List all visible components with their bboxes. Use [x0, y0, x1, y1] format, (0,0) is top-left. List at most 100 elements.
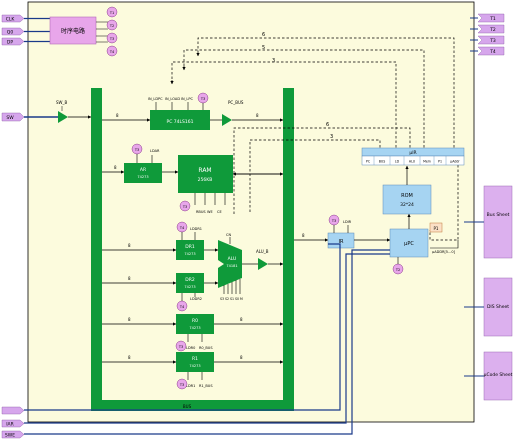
svg-text:T4: T4 — [179, 226, 185, 230]
r0-clock-node: T3 — [175, 340, 187, 352]
svg-text:IR: IR — [339, 239, 344, 245]
svg-text:74273: 74273 — [184, 285, 195, 289]
uir-field-ld: LD — [395, 160, 400, 164]
svg-text:Q0: Q0 — [7, 30, 14, 36]
svg-text:T3: T3 — [489, 38, 496, 44]
svg-text:8: 8 — [128, 243, 131, 248]
ctrl-width-5: 5 — [262, 45, 265, 51]
svg-text:8: 8 — [116, 113, 119, 118]
rom-memory[interactable]: ROM 32*24 — [382, 184, 432, 215]
bus-sheet-panel[interactable]: Bus Sheet — [483, 185, 513, 259]
svg-text:8: 8 — [128, 276, 131, 281]
uir-field-alu: ALU — [409, 160, 416, 164]
pc-signal-load: IN_LOAD — [165, 97, 180, 101]
svg-text:32*24: 32*24 — [400, 202, 414, 208]
svg-text:T1: T1 — [489, 16, 496, 22]
svg-text:8: 8 — [256, 113, 259, 118]
ram-memory[interactable]: RAM 256KB — [178, 155, 233, 193]
uir-register[interactable]: μIR — [361, 147, 465, 166]
ctrl-width-3b: 3 — [330, 134, 333, 140]
input-bottom-1[interactable] — [1, 406, 25, 415]
ctrl-width-6: 6 — [262, 32, 265, 38]
svg-text:T3: T3 — [178, 345, 183, 349]
svg-text:74181: 74181 — [226, 264, 237, 268]
output-t3[interactable]: T3 — [477, 35, 505, 45]
input-iar[interactable]: IAR — [1, 419, 25, 428]
input-sw[interactable]: SW — [1, 112, 25, 122]
ir-load-label: LDIR — [343, 220, 352, 224]
input-dp[interactable]: DP — [1, 37, 25, 46]
svg-text:PC 74LS161: PC 74LS161 — [167, 119, 194, 125]
sw-buffer — [58, 111, 68, 123]
svg-text:74273: 74273 — [137, 175, 148, 179]
svg-text:IAR: IAR — [6, 422, 14, 428]
ctrl-width-6b: 6 — [326, 122, 329, 128]
dr1-clock-node: T4 — [176, 221, 188, 233]
svg-text:SWE: SWE — [5, 433, 15, 439]
uir-field-pc: PC — [366, 160, 371, 164]
svg-text:μPC: μPC — [404, 241, 414, 247]
input-q0[interactable]: Q0 — [1, 27, 25, 36]
alu-control-s2: S2 — [225, 297, 229, 301]
uir-field-uaddr: μAddr — [450, 160, 460, 164]
svg-text:74273: 74273 — [189, 326, 200, 330]
timing-unit[interactable]: 时序电路 — [49, 16, 97, 45]
svg-text:8: 8 — [240, 317, 243, 322]
uir-field-mem: Mem — [423, 160, 431, 164]
uir-field-bus: BUS — [379, 160, 386, 164]
svg-text:74273: 74273 — [189, 364, 200, 368]
r0-register[interactable]: R0 74273 — [176, 314, 214, 334]
dr2-register[interactable]: DR2 74273 — [176, 273, 204, 293]
ram-signal-we: WE — [207, 210, 213, 214]
r1-signal-ldr1: LDR1 — [186, 384, 195, 388]
svg-text:T4: T4 — [109, 50, 115, 54]
input-clk[interactable]: CLK — [1, 14, 25, 23]
ir-clock-node: T3 — [328, 214, 340, 226]
control-dashed-lines — [171, 37, 459, 241]
upc-addr-label: μADDR[5...0] — [432, 250, 456, 254]
svg-text:SW: SW — [6, 115, 14, 121]
timing-t4-node: T4 — [106, 45, 118, 57]
alu-bus-gate — [258, 258, 268, 270]
pc-bus-gate — [222, 114, 232, 126]
svg-text:DR2: DR2 — [185, 277, 195, 283]
svg-text:T3: T3 — [109, 37, 114, 41]
alu-control-m: M — [240, 297, 243, 301]
dis-sheet-panel[interactable]: DIS Sheet — [483, 277, 513, 337]
svg-text:μCode Sheet: μCode Sheet — [484, 372, 513, 378]
dr2-clock-node: T4 — [176, 300, 188, 312]
alu-control-s3: S3 — [220, 297, 224, 301]
alu-bus-label: ALU_B — [256, 249, 269, 254]
r0-signal-bus: R0_BUS — [199, 346, 213, 350]
output-t4[interactable]: T4 — [477, 46, 505, 56]
svg-text:T4: T4 — [489, 49, 496, 55]
pc-register[interactable]: PC 74LS161 — [150, 110, 210, 130]
svg-text:T3: T3 — [331, 219, 336, 223]
alu-unit[interactable]: ALU 74181 — [218, 240, 242, 288]
output-t2[interactable]: T2 — [477, 24, 505, 34]
ar-load-label: LDAR — [150, 149, 160, 153]
ir-register[interactable]: IR — [327, 232, 355, 249]
dr1-register[interactable]: DR1 74273 — [176, 240, 204, 260]
timing-output-wires — [96, 21, 108, 43]
pc-clock-node: T3 — [197, 92, 209, 104]
ucode-sheet-panel[interactable]: μCode Sheet — [484, 351, 513, 401]
svg-text:T1: T1 — [109, 11, 114, 15]
upc-clock-node: T2 — [392, 263, 404, 275]
data-bus: BUS — [91, 88, 294, 411]
svg-text:AR: AR — [140, 167, 146, 173]
svg-text:8: 8 — [128, 355, 131, 360]
svg-text:时序电路: 时序电路 — [61, 27, 85, 35]
upc-register[interactable]: μPC — [389, 228, 429, 258]
input-swe[interactable]: SWE — [1, 430, 25, 439]
r1-register[interactable]: R1 74273 — [176, 352, 214, 372]
alu-control-s1: S1 — [230, 297, 234, 301]
ar-register[interactable]: AR 74273 — [124, 163, 162, 183]
output-t1[interactable]: T1 — [477, 13, 505, 23]
svg-text:T3: T3 — [179, 383, 184, 387]
sw-bus-label: SW_B — [56, 100, 67, 105]
p1-box[interactable]: P1 — [429, 222, 443, 233]
alu-control-s0: S0 — [235, 297, 239, 301]
svg-text:T4: T4 — [179, 305, 185, 309]
